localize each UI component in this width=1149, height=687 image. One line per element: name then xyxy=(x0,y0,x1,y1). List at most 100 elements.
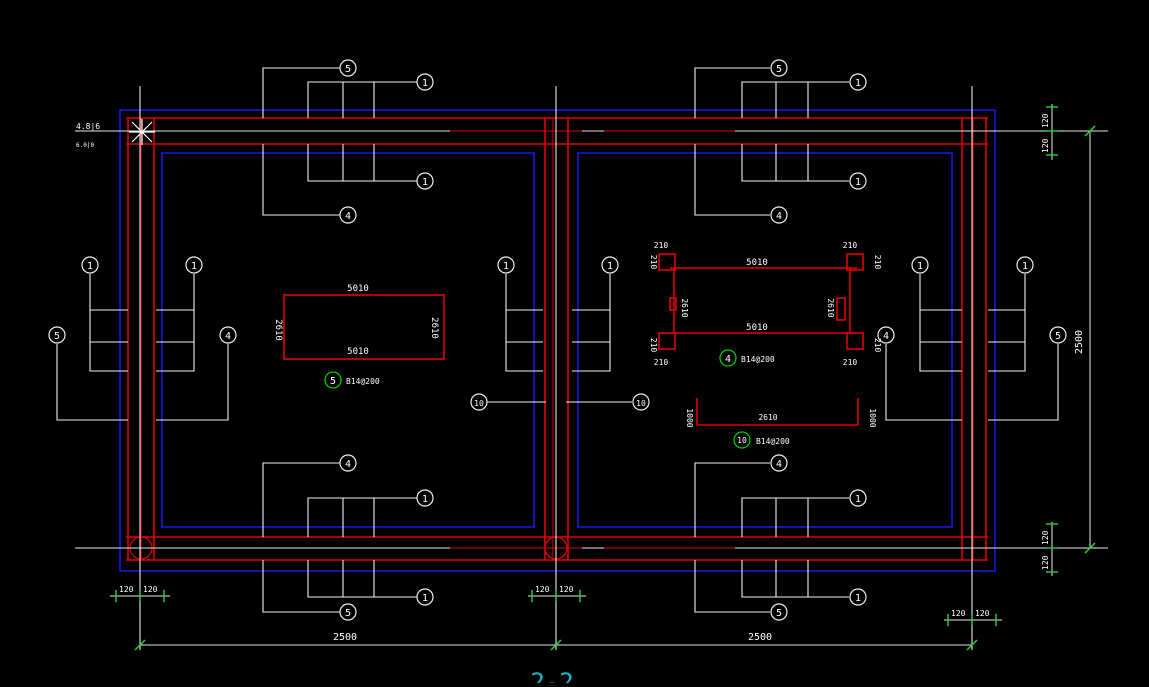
callout-1-middle-left: 1 xyxy=(497,256,515,274)
callout-1-bottom-left: 1 xyxy=(416,588,434,606)
right-opening-left-label: 2610 xyxy=(680,298,689,317)
trench-callout-number: 10 xyxy=(737,436,747,445)
svg-text:1: 1 xyxy=(1022,261,1028,272)
wall-outline-group xyxy=(119,109,996,572)
rebar-leaders xyxy=(56,67,1059,613)
callout-4-bottom-right: 4 xyxy=(770,454,788,472)
callout-1-bottom-right: 1 xyxy=(849,588,867,606)
callout-4-right-inner: 4 xyxy=(877,326,895,344)
svg-text:10: 10 xyxy=(474,399,484,408)
callout-1-top-right: 1 xyxy=(849,73,867,91)
right-opening-labels: 5010 5010 2610 2610 210 210 210 210 210 … xyxy=(649,241,882,449)
corner-label-bl: 210 xyxy=(654,358,669,367)
left-opening-bottom-label: 5010 xyxy=(347,347,369,357)
callout-1-right-inner: 1 xyxy=(911,256,929,274)
callout-4-top-right: 4 xyxy=(770,206,788,224)
callout-1-middle-right: 1 xyxy=(601,256,619,274)
svg-text:1: 1 xyxy=(422,593,428,604)
callout-4-bottom-left: 4 xyxy=(339,454,357,472)
callout-1-top-left: 1 xyxy=(416,73,434,91)
callout-1-bottom-right-inner: 1 xyxy=(849,489,867,507)
svg-text:5: 5 xyxy=(345,64,351,75)
rebar-callouts: 5 1 1 4 5 1 1 4 4 1 1 5 4 1 1 5 1 5 1 4 … xyxy=(48,59,1067,621)
svg-text:120: 120 xyxy=(1041,555,1050,570)
svg-text:1: 1 xyxy=(855,593,861,604)
callout-5-bottom-left: 5 xyxy=(339,603,357,621)
corner-label-br-side: 210 xyxy=(873,338,882,353)
corner-label-bl-side: 210 xyxy=(649,338,658,353)
callout-1-left-outer: 1 xyxy=(81,256,99,274)
dimension-ticks xyxy=(115,106,1096,651)
callout-5-bottom-right: 5 xyxy=(770,603,788,621)
svg-text:5: 5 xyxy=(776,64,782,75)
left-opening-left-label: 2610 xyxy=(273,319,283,341)
svg-text:1: 1 xyxy=(503,261,509,272)
svg-text:5: 5 xyxy=(345,608,351,619)
svg-text:1: 1 xyxy=(422,78,428,89)
outer-wall-outline xyxy=(119,109,996,572)
callout-4-left-inner: 4 xyxy=(219,326,237,344)
svg-text:1: 1 xyxy=(855,177,861,188)
svg-text:1: 1 xyxy=(917,261,923,272)
corner-label-tr: 210 xyxy=(843,241,858,250)
callout-1-top-left-inner: 1 xyxy=(416,172,434,190)
level-label-bottom: 6.0|0 xyxy=(76,142,94,149)
callout-1-bottom-left-inner: 1 xyxy=(416,489,434,507)
axis-lines xyxy=(75,86,1105,650)
overall-width-left-label: 2500 xyxy=(333,632,357,643)
svg-text:4: 4 xyxy=(776,211,782,222)
left-opening: 5010 5010 2610 2610 5 B14@200 xyxy=(273,284,445,389)
svg-text:120: 120 xyxy=(1041,113,1050,128)
svg-text:4: 4 xyxy=(345,459,351,470)
svg-text:1: 1 xyxy=(855,494,861,505)
right-opening-right-label: 2610 xyxy=(826,298,835,317)
trench-width-label: 2610 xyxy=(758,413,777,422)
left-opening-top-label: 5010 xyxy=(347,284,369,294)
callout-5-right-outer: 5 xyxy=(1049,326,1067,344)
svg-text:1: 1 xyxy=(422,177,428,188)
trench-callout-text: B14@200 xyxy=(756,437,790,446)
corner-label-tl: 210 xyxy=(654,241,669,250)
wall-thickness-labels: 120 120 120 120 120 120 120 120 120 120 xyxy=(119,113,1050,618)
overall-width-right-label: 2500 xyxy=(748,632,772,643)
right-room-inner-outline xyxy=(577,152,953,528)
svg-text:120: 120 xyxy=(559,585,574,594)
callout-10-middle-left: 10 xyxy=(470,393,488,411)
trench-depth-label-left: 1000 xyxy=(685,408,694,427)
left-opening-callout-text: B14@200 xyxy=(346,377,380,386)
svg-text:4: 4 xyxy=(776,459,782,470)
svg-text:120: 120 xyxy=(143,585,158,594)
svg-text:120: 120 xyxy=(119,585,134,594)
svg-text:5: 5 xyxy=(54,331,60,342)
svg-text:120: 120 xyxy=(1041,530,1050,545)
left-opening-right-label: 2610 xyxy=(429,317,439,339)
callout-1-top-right-inner: 1 xyxy=(849,172,867,190)
level-label-top: 4.8|6 xyxy=(76,122,100,131)
svg-text:120: 120 xyxy=(951,609,966,618)
section-title: 2-2 xyxy=(530,668,573,683)
svg-text:5: 5 xyxy=(776,608,782,619)
trench-depth-label-right: 1000 xyxy=(868,408,877,427)
callout-5-top-left: 5 xyxy=(339,59,357,77)
corner-label-tl-side: 210 xyxy=(649,255,658,270)
callout-5-top-right: 5 xyxy=(770,59,788,77)
svg-text:1: 1 xyxy=(422,494,428,505)
svg-text:4: 4 xyxy=(225,331,231,342)
left-opening-callout-number: 5 xyxy=(330,376,336,387)
svg-text:10: 10 xyxy=(636,399,646,408)
svg-text:4: 4 xyxy=(345,211,351,222)
svg-text:4: 4 xyxy=(883,331,889,342)
right-opening-callout-number: 4 xyxy=(725,354,731,365)
right-opening-middle-label: 5010 xyxy=(746,323,768,333)
right-opening-callout-text: B14@200 xyxy=(741,355,775,364)
callout-1-left-inner: 1 xyxy=(185,256,203,274)
svg-text:5: 5 xyxy=(1055,331,1061,342)
corner-label-br: 210 xyxy=(843,358,858,367)
svg-text:1: 1 xyxy=(607,261,613,272)
svg-text:1: 1 xyxy=(855,78,861,89)
svg-text:1: 1 xyxy=(191,261,197,272)
svg-text:120: 120 xyxy=(535,585,550,594)
callout-5-left-outer: 5 xyxy=(48,326,66,344)
